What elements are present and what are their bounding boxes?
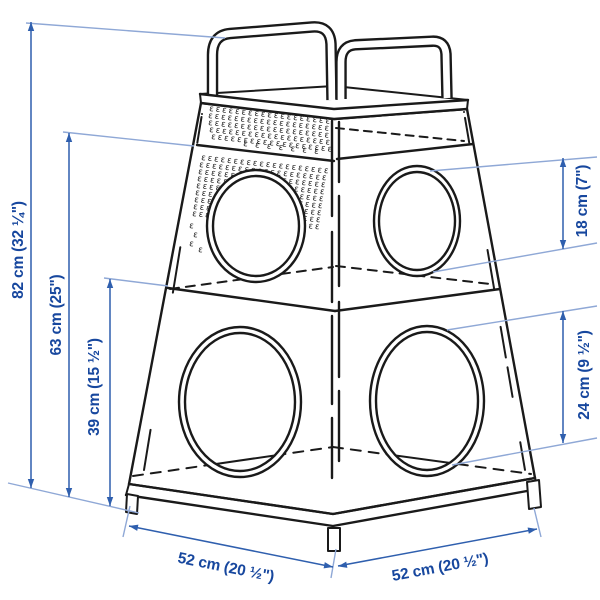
- dimension-arrows: [27, 22, 567, 569]
- entrance-hole-lower-right: [368, 324, 486, 478]
- left-seam: [143, 113, 203, 471]
- lid-edge-right: [335, 142, 475, 161]
- dimension-lines: [30, 22, 564, 568]
- lid-back-edge-hidden: [335, 127, 465, 142]
- entrance-hole-lower-left: [177, 325, 303, 479]
- dimension-label-lower-section-height: 39 cm (15 ½"): [86, 338, 103, 436]
- shelf-back-edge-right: [335, 265, 491, 285]
- shelf-front-edge-left: [166, 286, 337, 313]
- carry-handle-left: [206, 21, 338, 102]
- carry-handle-right: [335, 35, 453, 99]
- entrance-hole-upper-left: [205, 168, 307, 284]
- svg-text:ɛ: ɛ: [198, 245, 206, 256]
- foot-center: [327, 527, 341, 552]
- top-frame: [198, 92, 470, 121]
- fabric-texture-upper-band: ɛɛɛɛɛɛɛɛɛɛɛɛɛɛɛɛɛɛɛɛɛɛɛɛɛɛɛɛɛɛɛɛɛɛɛɛɛɛɛɛ…: [208, 104, 335, 158]
- extension-lines: [7, 22, 598, 579]
- entrance-hole-upper-right: [372, 164, 462, 278]
- dimension-label-upper-body-height: 63 cm (25"): [48, 274, 65, 355]
- lid-edge-left: [195, 143, 336, 163]
- dimension-label-overall-height: 82 cm (32 ¼"): [10, 201, 27, 299]
- svg-text:ɛ: ɛ: [193, 230, 201, 241]
- dimension-label-top-opening-height: 18 cm (7"): [574, 165, 591, 238]
- dimension-label-base-side-right: 52 cm (20 ½"): [391, 550, 490, 585]
- dimension-label-bottom-opening-height: 24 cm (9 ½"): [576, 330, 593, 419]
- svg-text:ɛ: ɛ: [189, 221, 197, 232]
- floor-edge-through-right-hole: [376, 446, 478, 470]
- svg-text:ɛ: ɛ: [189, 239, 197, 250]
- floor-edge-through-left-hole: [185, 446, 295, 471]
- foot-right: [526, 479, 542, 510]
- shelf-front-edge-right: [333, 287, 502, 313]
- floor-back-edge-left: [132, 446, 334, 477]
- dimension-label-base-side-left: 52 cm (20 ½"): [176, 550, 275, 586]
- pet-house-outline: ɛɛɛɛɛɛɛɛɛɛɛɛɛɛɛɛɛɛɛɛɛɛɛɛɛɛɛɛɛɛɛɛɛɛɛɛɛɛɛɛ…: [124, 21, 542, 552]
